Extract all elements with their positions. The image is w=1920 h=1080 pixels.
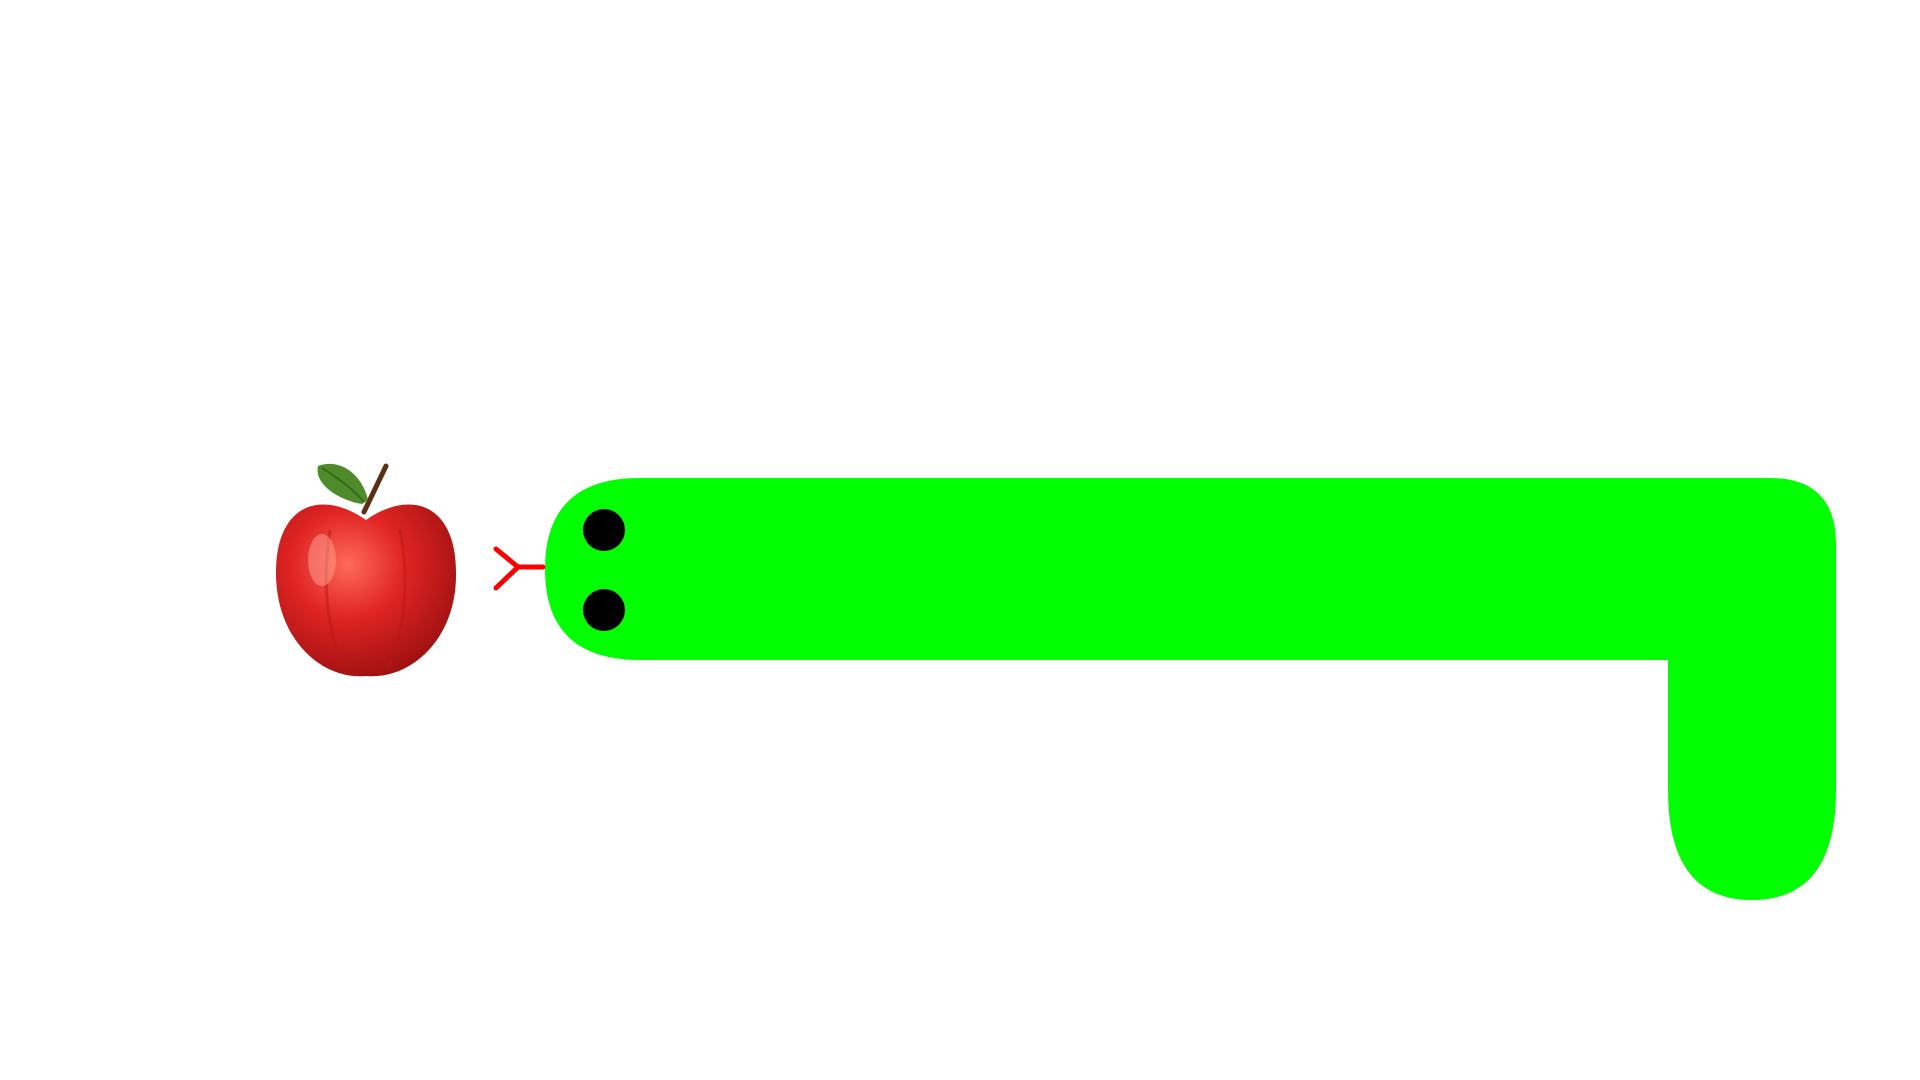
snake-eye-bottom	[583, 589, 625, 631]
snake-eye-top	[583, 509, 625, 551]
snake-body	[545, 478, 1836, 900]
snake	[493, 478, 1836, 900]
snake-tongue	[493, 546, 546, 591]
apple-icon	[275, 463, 457, 677]
apple-food	[275, 463, 457, 677]
